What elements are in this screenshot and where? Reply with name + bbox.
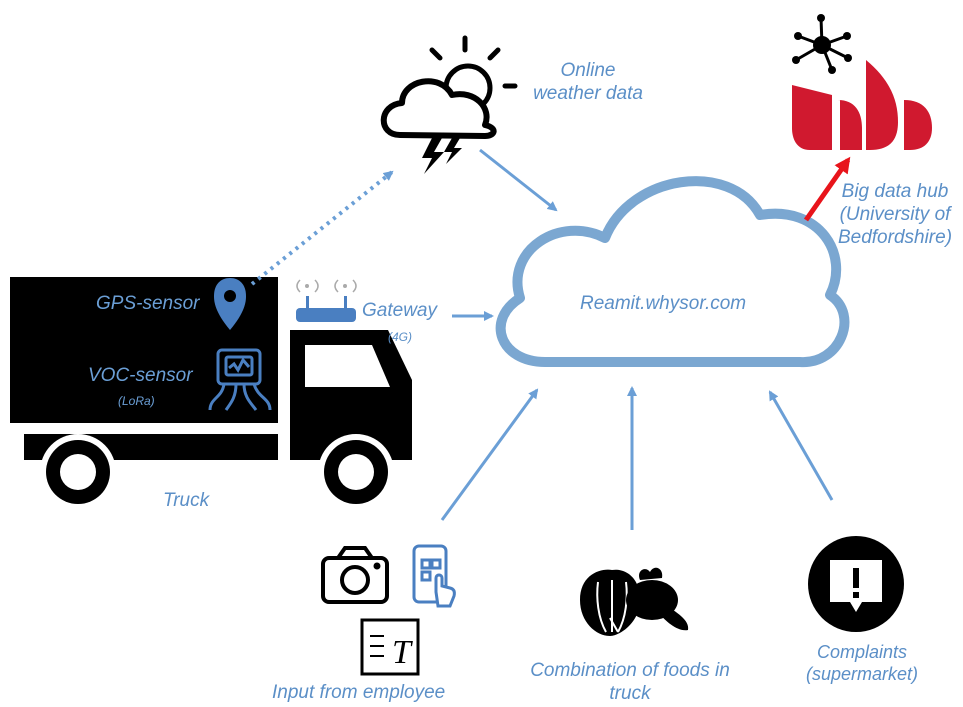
- alert-speech-icon: [808, 536, 904, 632]
- foods-label: Combination of foods in truck: [510, 660, 750, 706]
- voc-sensor-icon: [208, 348, 272, 411]
- storm-cloud-sun-icon: [380, 35, 518, 174]
- phone-touch-icon: [412, 544, 456, 608]
- weather-label-line2: weather data: [533, 82, 643, 104]
- employee-label: Input from employee: [272, 682, 446, 703]
- cloud-shape: [495, 176, 850, 368]
- gps-pin-icon: [214, 278, 246, 330]
- complaints-label: Complaints (supermarket): [792, 642, 932, 685]
- complaints-label-line1: Complaints: [816, 642, 908, 662]
- truck-label: Truck: [163, 490, 210, 511]
- camera-icon: [321, 546, 389, 604]
- voc-sensor-sublabel: (LoRa): [118, 394, 155, 408]
- weather-label: Online weather data: [508, 60, 668, 106]
- weather-label-line1: Online: [560, 60, 616, 81]
- foods-label-line1: Combination of foods in: [530, 660, 730, 681]
- hub-label-line3: Bedfordshire): [837, 226, 953, 248]
- university-logo-icon: [792, 14, 932, 150]
- voc-sensor-label: VOC-sensor: [88, 365, 193, 386]
- gateway-sublabel: (4G): [388, 330, 412, 344]
- cloud-to-hub-arrow: [803, 156, 851, 222]
- cloud-label: Reamit.whysor.com: [580, 293, 747, 314]
- complaints-to-cloud-arrow: [768, 390, 834, 501]
- gateway-router-icon: [296, 279, 357, 322]
- weather-to-cloud-arrow: [479, 148, 558, 212]
- svg-text:T: T: [392, 634, 413, 671]
- foods-label-line2: truck: [609, 682, 651, 704]
- gateway-label: Gateway: [362, 300, 437, 321]
- gps-to-weather-arrow: [250, 170, 394, 286]
- text-input-icon: T: [360, 618, 420, 676]
- hub-label-line2: (University of: [839, 203, 951, 225]
- hub-label: Big data hub (University of Bedfordshire…: [825, 181, 963, 249]
- employee-to-cloud-arrow: [440, 388, 539, 521]
- vegetables-icon: [580, 567, 689, 636]
- complaints-label-line2: (supermarket): [805, 663, 919, 684]
- gps-sensor-label: GPS-sensor: [96, 293, 200, 314]
- hub-label-line1: Big data hub: [841, 181, 949, 202]
